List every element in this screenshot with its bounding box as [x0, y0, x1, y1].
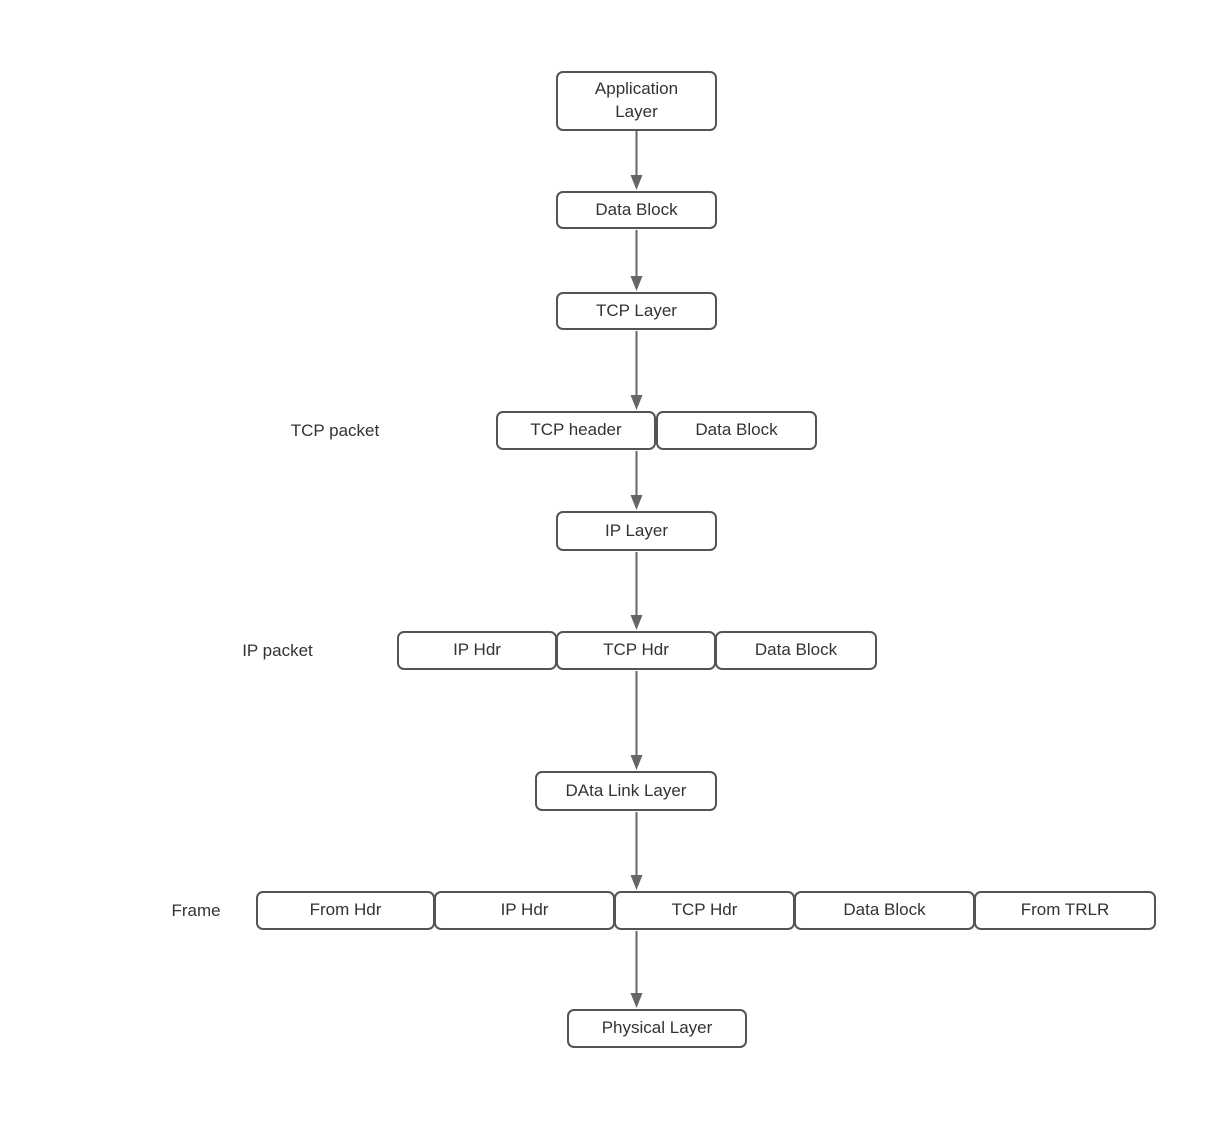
- cell-tcp-hdr: TCP Hdr: [556, 631, 716, 670]
- cell-tcp-hdr: TCP Hdr: [614, 891, 795, 930]
- cell-ip-hdr: IP Hdr: [397, 631, 557, 670]
- cell-data-block: Data Block: [794, 891, 975, 930]
- ip-packet-label: IP packet: [242, 640, 313, 660]
- node-physical-layer: Physical Layer: [567, 1009, 747, 1048]
- frame-label: Frame: [171, 900, 221, 920]
- cell-ip-hdr: IP Hdr: [434, 891, 615, 930]
- cell-data-block: Data Block: [656, 411, 817, 450]
- cell-from-hdr: From Hdr: [256, 891, 435, 930]
- cell-tcp-header: TCP header: [496, 411, 656, 450]
- node-ip-layer: IP Layer: [556, 511, 717, 551]
- cell-from-trlr: From TRLR: [974, 891, 1156, 930]
- tcp-packet-label: TCP packet: [290, 420, 380, 440]
- node-data-link-layer: DAta Link Layer: [535, 771, 717, 811]
- cell-data-block: Data Block: [715, 631, 877, 670]
- node-data-block: Data Block: [556, 191, 717, 229]
- node-application-layer: Application Layer: [556, 71, 717, 131]
- node-tcp-layer: TCP Layer: [556, 292, 717, 330]
